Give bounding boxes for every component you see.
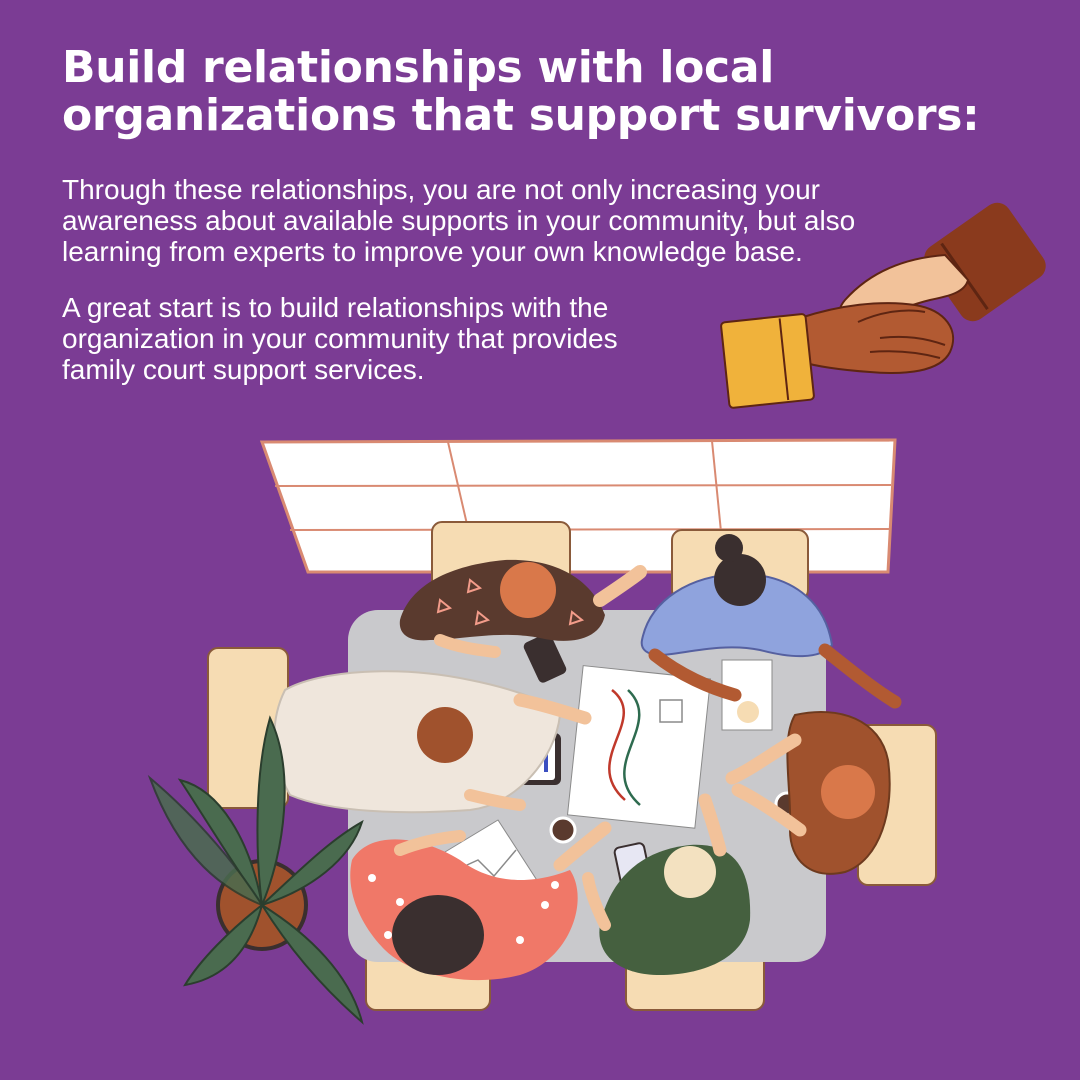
plant-icon [147,715,364,1025]
headline: Build relationships with local organizat… [62,42,980,141]
tip-paragraph: A great start is to build relationships … [62,292,618,385]
intro-paragraph: Through these relationships, you are not… [62,174,856,267]
